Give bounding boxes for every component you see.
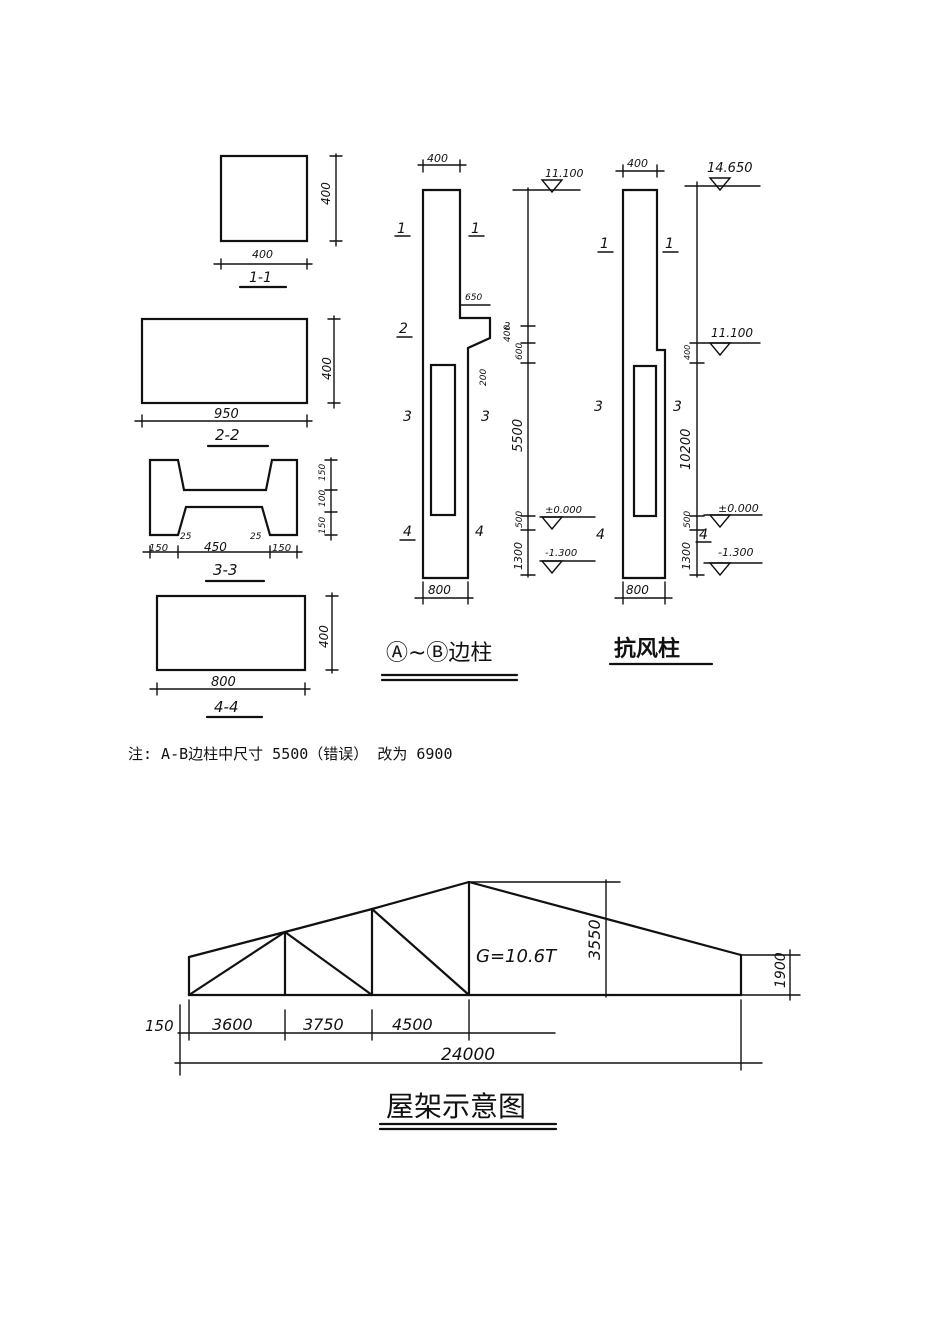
section-1-1-label: 1-1 bbox=[249, 270, 272, 286]
col-ab-elev-bottom: -1.300 bbox=[545, 548, 577, 559]
truss-dim-4500: 4500 bbox=[392, 1015, 433, 1034]
wind-column-elevation: 400 1 1 3 3 4 4 400 10200 500 1300 14.65… bbox=[594, 157, 763, 666]
col-ab-dim-600: 600 bbox=[515, 343, 525, 360]
col-ab-dim-200: 200 bbox=[479, 369, 489, 386]
truss-total-height: 3550 bbox=[585, 919, 604, 960]
wind-col-elev-top: 14.650 bbox=[707, 161, 753, 176]
wind-col-elev-mid: 11.100 bbox=[711, 326, 753, 340]
wind-col-dim-400: 400 bbox=[683, 345, 692, 360]
correction-note: 注: A-B边柱中尺寸 5500（错误） 改为 6900 bbox=[128, 745, 453, 763]
wind-col-cut-1-right: 1 bbox=[665, 236, 674, 252]
col-ab-dim-400: 400 bbox=[503, 325, 513, 342]
section-3-3: 150 100 150 150 25 450 25 150 3-3 bbox=[142, 457, 338, 583]
truss-span: 24000 bbox=[441, 1045, 495, 1065]
section-3-3-w-chamfer-right: 25 bbox=[250, 532, 262, 542]
truss-dim-3750: 3750 bbox=[303, 1015, 344, 1034]
col-ab-dim-1300: 1300 bbox=[512, 542, 525, 570]
section-3-3-w-chamfer-left: 25 bbox=[180, 532, 192, 542]
section-1-1-height: 400 bbox=[319, 182, 333, 205]
col-ab-elev-top: 11.100 bbox=[545, 167, 584, 180]
truss-title: 屋架示意图 bbox=[386, 1090, 526, 1123]
section-3-3-w-right: 150 bbox=[272, 543, 291, 554]
wind-col-dim-10200: 10200 bbox=[679, 429, 694, 470]
truss-end-height: 1900 bbox=[773, 952, 789, 988]
col-ab-dim-2: 2 bbox=[504, 321, 510, 332]
wind-col-top-width: 400 bbox=[627, 157, 648, 170]
wind-col-cut-4-right: 4 bbox=[699, 527, 708, 543]
section-3-3-flange-bot: 150 bbox=[318, 517, 328, 534]
column-ab-elevation: 400 1 1 2 3 3 4 4 650 2 400 600 200 5500… bbox=[380, 152, 596, 682]
col-ab-dim-5500: 5500 bbox=[511, 419, 526, 452]
section-4-4: 400 800 4-4 bbox=[149, 592, 339, 719]
col-ab-cut-1-right: 1 bbox=[471, 221, 480, 237]
col-ab-title: Ⓐ~Ⓑ边柱 bbox=[386, 641, 492, 666]
section-3-3-flange-top: 150 bbox=[318, 464, 328, 481]
wind-col-dim-500: 500 bbox=[683, 511, 693, 528]
wind-col-elev-bottom: -1.300 bbox=[718, 546, 753, 559]
wind-col-cut-1-left: 1 bbox=[600, 236, 609, 252]
section-2-2-height: 400 bbox=[320, 357, 334, 380]
col-ab-cut-2: 2 bbox=[399, 321, 408, 337]
col-ab-bottom-width: 800 bbox=[428, 583, 451, 597]
section-1-1: 400 400 1-1 bbox=[213, 153, 343, 289]
wind-col-cut-3-left: 3 bbox=[594, 399, 603, 415]
roof-truss-diagram: G=10.6T 3550 1900 150 3600 3750 4500 240… bbox=[145, 879, 801, 1131]
section-2-2-label: 2-2 bbox=[215, 426, 240, 444]
section-2-2-width: 950 bbox=[214, 407, 239, 422]
col-ab-cut-3-left: 3 bbox=[403, 409, 412, 425]
col-ab-elev-zero: ±0.000 bbox=[545, 505, 582, 516]
col-ab-cut-4-right: 4 bbox=[475, 524, 484, 540]
wind-col-cut-3-right: 3 bbox=[673, 399, 682, 415]
truss-dim-150: 150 bbox=[145, 1017, 174, 1035]
section-4-4-height: 400 bbox=[317, 625, 331, 648]
wind-col-cut-4-left: 4 bbox=[596, 527, 605, 543]
col-ab-cut-1-left: 1 bbox=[397, 221, 406, 237]
col-ab-corbel-width: 650 bbox=[465, 293, 482, 303]
truss-dim-3600: 3600 bbox=[212, 1015, 253, 1034]
col-ab-dim-500: 500 bbox=[515, 511, 525, 528]
wind-col-dim-1300: 1300 bbox=[680, 542, 693, 570]
wind-col-elev-zero: ±0.000 bbox=[718, 502, 759, 515]
section-2-2: 400 950 2-2 bbox=[134, 315, 341, 448]
truss-load: G=10.6T bbox=[476, 946, 558, 967]
section-4-4-width: 800 bbox=[211, 675, 236, 690]
wind-col-bottom-width: 800 bbox=[626, 583, 649, 597]
section-3-3-label: 3-3 bbox=[213, 561, 238, 579]
col-ab-top-width: 400 bbox=[427, 152, 448, 165]
col-ab-cut-3-right: 3 bbox=[481, 409, 490, 425]
section-4-4-label: 4-4 bbox=[214, 698, 239, 716]
section-1-1-width: 400 bbox=[252, 248, 273, 261]
wind-col-title: 抗风柱 bbox=[614, 636, 680, 662]
section-3-3-w-left: 150 bbox=[149, 543, 168, 554]
section-3-3-w-mid: 450 bbox=[204, 540, 227, 554]
col-ab-cut-4-left: 4 bbox=[403, 524, 412, 540]
section-3-3-web: 100 bbox=[318, 490, 328, 507]
